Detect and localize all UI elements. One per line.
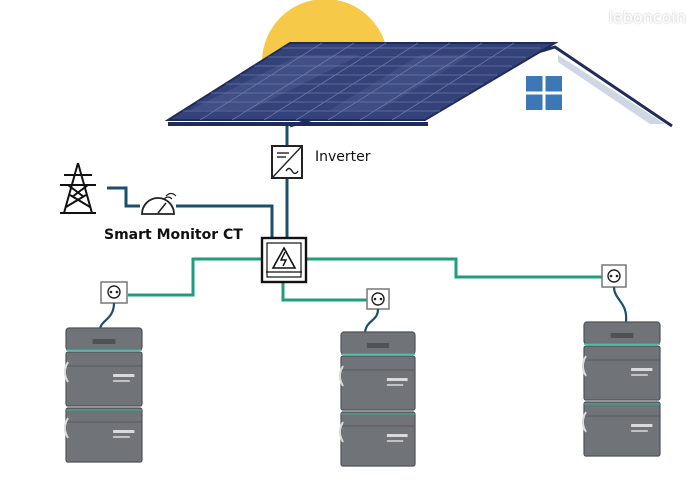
battery-stack (64, 327, 143, 463)
battery-cable (98, 302, 116, 331)
ac-wire-left (128, 257, 262, 297)
solar-roof (164, 42, 559, 126)
battery-stack (582, 321, 661, 457)
battery-cable (612, 286, 628, 323)
power-tower-icon (60, 162, 96, 214)
battery-cable (363, 308, 380, 335)
socket-icon (366, 288, 390, 310)
inverter-icon (271, 145, 303, 179)
watermark: leboncoin (608, 8, 686, 27)
electrical-panel-icon (260, 236, 308, 284)
grid-wire (107, 186, 140, 208)
window-icon (524, 74, 564, 112)
meter-gauge-icon (141, 192, 177, 215)
socket-icon (100, 281, 128, 304)
battery-stack (339, 331, 416, 467)
ac-wire-right (306, 257, 602, 279)
ct-wire (176, 204, 274, 240)
ac-wire-middle (281, 282, 368, 302)
smart-monitor-label: Smart Monitor CT (104, 227, 243, 243)
inverter-label: Inverter (315, 149, 371, 165)
socket-icon (601, 264, 627, 288)
